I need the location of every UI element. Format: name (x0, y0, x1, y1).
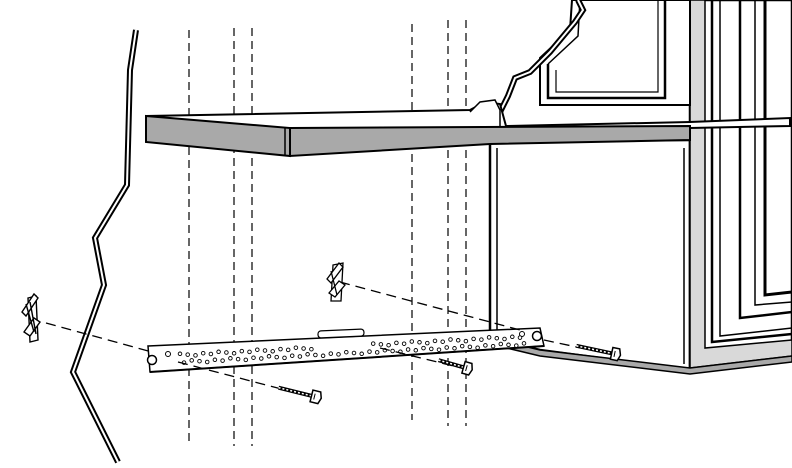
plate-hole (429, 346, 434, 352)
plate-hole (208, 351, 214, 357)
screw-icon (437, 358, 473, 376)
plate-hole (367, 349, 372, 354)
plate-hole (444, 345, 449, 350)
plate-hole (452, 346, 457, 351)
plate-hole (455, 338, 461, 343)
mounting-plate-icon (146, 327, 545, 373)
plate-hole (289, 353, 295, 358)
screw-icon (576, 343, 622, 362)
plate-hole (521, 341, 527, 346)
plate-hole (359, 351, 364, 357)
plate-hole (216, 349, 221, 355)
toggle-bolt-icon (326, 262, 346, 302)
plate-hole (278, 346, 283, 352)
toggle-bolt-icon (21, 292, 41, 343)
plate-hole (344, 349, 349, 355)
plate-hole (177, 351, 183, 357)
plate-hole (506, 342, 511, 348)
plate-holes (177, 334, 527, 365)
plate-hole (483, 343, 488, 348)
shelf-icon (145, 99, 791, 158)
plate-hole (301, 346, 306, 351)
plate-hole (197, 358, 202, 364)
plate-hole (220, 358, 225, 363)
plate-hole (200, 350, 206, 356)
plate-hole (394, 340, 399, 346)
plate-hole (231, 351, 237, 356)
plate-hole (336, 352, 341, 357)
plate-hole (510, 334, 515, 340)
plate-hole (409, 339, 415, 344)
plate-hole (448, 337, 453, 342)
plate-hole (421, 345, 426, 351)
plate-hole (502, 336, 507, 342)
plate-hole (235, 356, 241, 362)
plate-hole (228, 356, 233, 361)
cabinet-icon (488, 0, 792, 375)
plate-hole (405, 347, 411, 352)
plate-hole (305, 352, 310, 357)
plate-hole (270, 349, 275, 354)
plate-hole (224, 350, 229, 355)
plate-hole (185, 352, 190, 357)
plate-hole (193, 353, 198, 358)
plate-hole (471, 336, 476, 342)
plate-hole (255, 347, 260, 352)
plate-hole (494, 335, 500, 341)
plate-hole (251, 355, 256, 360)
plate-hole (459, 343, 465, 349)
plate-hole (189, 358, 194, 363)
plate-hole (386, 342, 391, 348)
plate-hole (479, 337, 484, 342)
plate-hole (266, 354, 272, 359)
plate-hole (413, 348, 419, 353)
plate-hole (374, 350, 380, 355)
screw-icon (278, 385, 322, 405)
plate-hole (517, 335, 523, 340)
plate-hole (243, 357, 249, 363)
plate-hole (212, 357, 218, 363)
plate-hole (328, 351, 334, 356)
plate-hole (486, 335, 492, 340)
plate-hole (401, 341, 407, 346)
plate-hole (239, 348, 245, 354)
plate-hole (309, 346, 314, 352)
plate-hole (204, 359, 210, 365)
plate-hole (498, 341, 504, 347)
plate-hole (432, 338, 438, 344)
wall-break-icon (69, 29, 139, 464)
plate-hole (313, 352, 318, 358)
plate-hole (440, 339, 445, 344)
plate-hole (262, 348, 268, 353)
plate-hole (378, 342, 384, 347)
plate-hole (370, 341, 376, 346)
plate-hole (425, 340, 430, 346)
plate-hole (514, 343, 519, 348)
plate-hole (351, 350, 357, 356)
wall-stud-lines (188, 20, 467, 446)
plate-hole (297, 354, 303, 359)
plate-hole (417, 340, 422, 345)
plate-hole (463, 338, 469, 344)
plate-hole (259, 356, 264, 361)
plate-hole (274, 354, 279, 360)
plate-hole (390, 348, 395, 354)
plate-hole (467, 344, 473, 350)
plate-hole (490, 343, 496, 349)
plate-hole (247, 349, 252, 355)
plate-hole (285, 347, 291, 353)
plate-hole (293, 345, 299, 350)
plate-hole (436, 347, 442, 352)
plate-hole (320, 353, 326, 359)
plate-hole (282, 355, 287, 361)
plate-hole (475, 345, 480, 350)
